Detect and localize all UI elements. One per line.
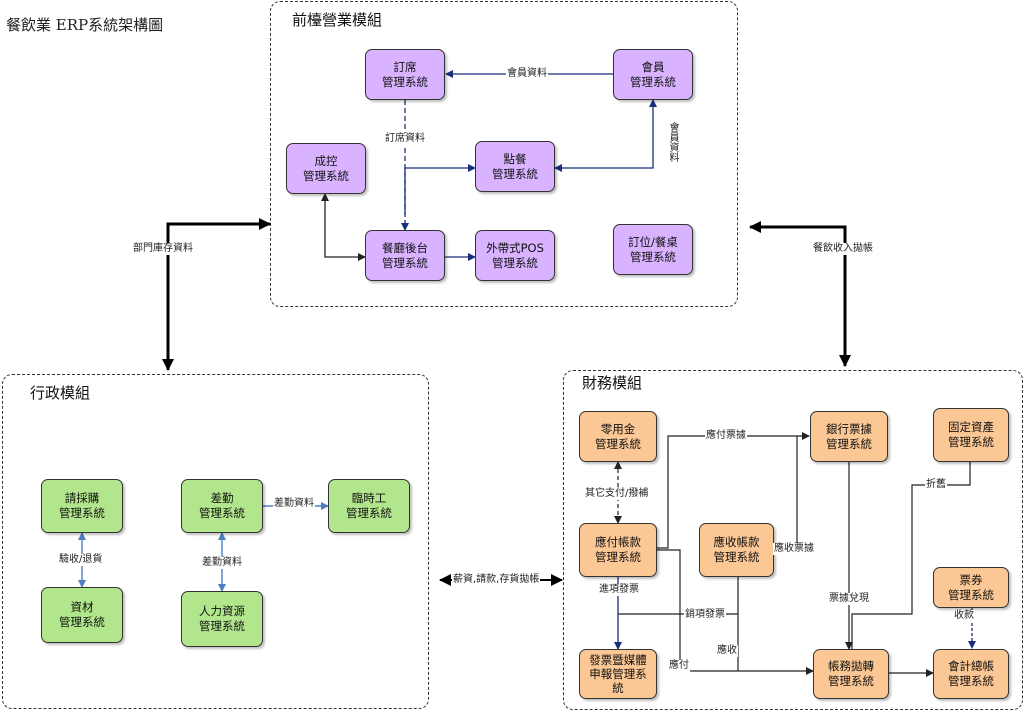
label-member-info-vertical: 會員資料 bbox=[666, 122, 678, 162]
label-payable-short: 應付 bbox=[668, 660, 690, 672]
admin-module bbox=[2, 374, 429, 709]
label-output-invoice: 銷項發票 bbox=[684, 609, 726, 621]
ordering-system-node[interactable]: 點餐 管理系統 bbox=[475, 141, 555, 192]
finance-module-title: 財務模組 bbox=[582, 374, 643, 392]
label-receive-return: 驗收/退貨 bbox=[58, 554, 104, 566]
label-dept-stock: 部門庫存資料 bbox=[132, 243, 194, 255]
finance-module bbox=[563, 370, 1023, 710]
booking-system-node[interactable]: 訂席 管理系統 bbox=[365, 49, 445, 100]
asset-posting-arrow bbox=[851, 462, 971, 649]
voucher-system-node[interactable]: 票券 管理系統 bbox=[933, 567, 1009, 608]
hr-system-node[interactable]: 人力資源 管理系統 bbox=[181, 591, 263, 647]
member-ordering-arrow bbox=[554, 99, 657, 172]
temp-worker-node[interactable]: 臨時工 管理系統 bbox=[328, 479, 410, 533]
accounts-receivable-node[interactable]: 應收帳款 管理系統 bbox=[699, 523, 774, 577]
front-module bbox=[270, 1, 738, 307]
kitchen-ordering-arrow bbox=[404, 164, 476, 215]
label-other-payment: 其它支付/撥補 bbox=[584, 488, 650, 500]
label-payable-note: 應付票據 bbox=[705, 430, 747, 442]
diagram-title: 餐飲業 ERP系統架構圖 bbox=[6, 16, 164, 34]
label-receivable-note: 應收票據 bbox=[773, 543, 815, 555]
label-receivable-short: 應收 bbox=[716, 645, 738, 657]
label-booking-info: 訂席資料 bbox=[384, 133, 426, 145]
invoice-system-node[interactable]: 發票暨媒體 申報管理系 統 bbox=[579, 649, 657, 699]
label-depreciation: 折舊 bbox=[925, 479, 947, 491]
purchase-system-node[interactable]: 請採購 管理系統 bbox=[41, 479, 123, 533]
petty-cash-node[interactable]: 零用金 管理系統 bbox=[579, 411, 657, 462]
kitchen-backend-node[interactable]: 餐廳後台 管理系統 bbox=[365, 230, 445, 281]
bank-note-node[interactable]: 銀行票據 管理系統 bbox=[810, 411, 888, 462]
label-admin-finance: 薪資,請款,存貨拋帳 bbox=[452, 574, 541, 586]
admin-module-title: 行政模組 bbox=[30, 384, 91, 402]
label-input-invoice: 進項發票 bbox=[598, 584, 640, 596]
takeout-pos-node[interactable]: 外帶式POS 管理系統 bbox=[475, 230, 555, 281]
label-attendance-info-h: 差勤資料 bbox=[273, 498, 315, 510]
label-member-info: 會員資料 bbox=[506, 68, 548, 80]
cost-kitchen-arrow bbox=[321, 193, 366, 261]
member-system-node[interactable]: 會員 管理系統 bbox=[613, 49, 693, 100]
general-ledger-node[interactable]: 會計總帳 管理系統 bbox=[933, 649, 1009, 699]
cost-control-node[interactable]: 成控 管理系統 bbox=[286, 143, 366, 194]
label-note-cash: 票據兌現 bbox=[828, 593, 870, 605]
material-system-node[interactable]: 資材 管理系統 bbox=[41, 587, 123, 643]
front-module-title: 前檯營業模組 bbox=[292, 11, 383, 29]
posting-system-node[interactable]: 帳務拋轉 管理系統 bbox=[813, 649, 889, 699]
label-collection: 收款 bbox=[953, 610, 975, 622]
attendance-system-node[interactable]: 差勤 管理系統 bbox=[181, 479, 263, 533]
front-admin-connector bbox=[162, 218, 271, 371]
table-booking-node[interactable]: 訂位/餐桌 管理系統 bbox=[613, 224, 693, 275]
label-dining-income: 餐飲收入拋帳 bbox=[812, 243, 874, 255]
fixed-asset-node[interactable]: 固定資產 管理系統 bbox=[933, 408, 1009, 462]
receivable-bank-arrow bbox=[773, 436, 798, 548]
payable-posting-arrow bbox=[657, 549, 814, 675]
accounts-payable-node[interactable]: 應付帳款 管理系統 bbox=[579, 523, 657, 577]
front-finance-connector bbox=[749, 221, 851, 367]
label-attendance-info-v: 差勤資料 bbox=[201, 557, 243, 569]
